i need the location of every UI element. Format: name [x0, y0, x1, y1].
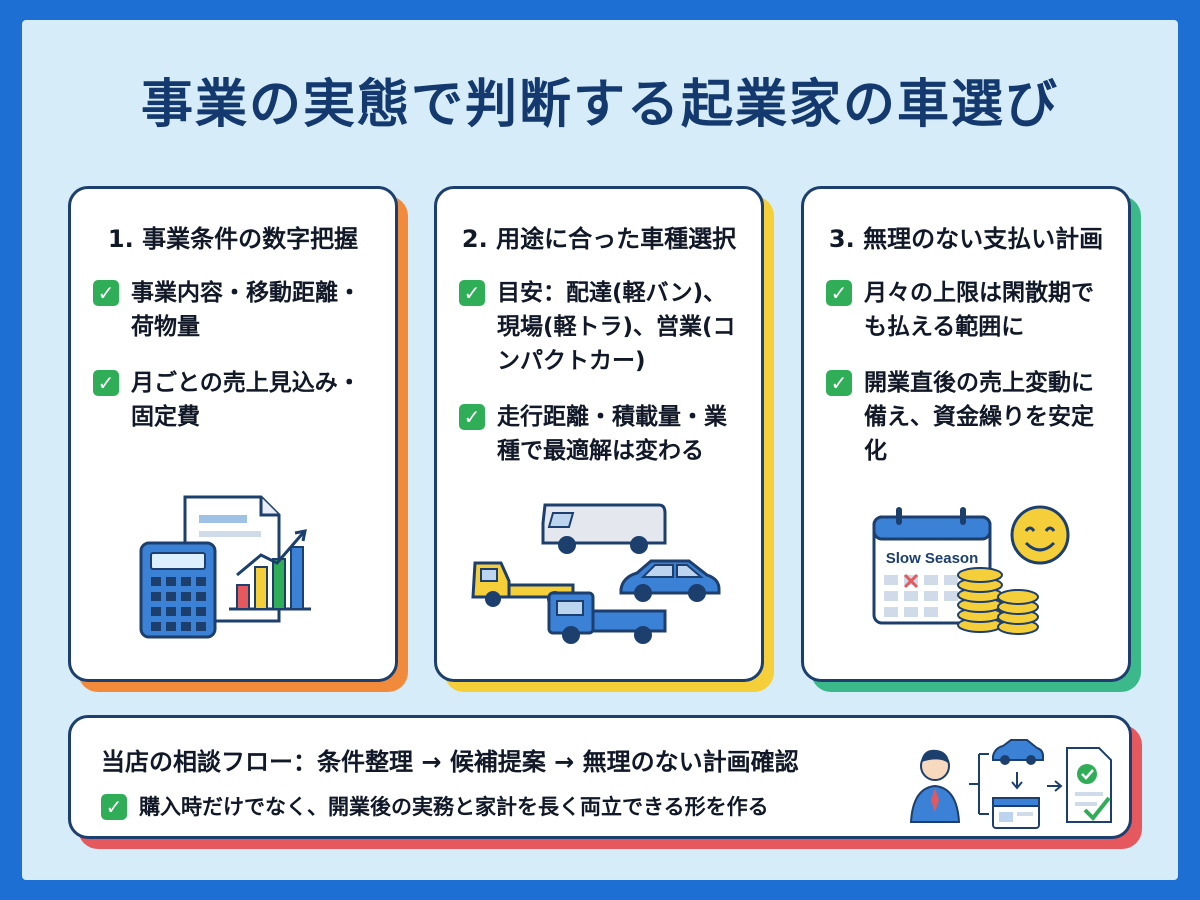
check-icon: ✓ — [93, 370, 119, 396]
check-icon: ✓ — [93, 280, 119, 306]
item-text: 目安：配達(軽バン)、現場(軽トラ)、営業(コンパクトカー) — [497, 280, 736, 374]
card-title: 1. 事業条件の数字把握 — [107, 225, 359, 253]
calendar-illustration: Slow Season — [872, 505, 1070, 635]
van-icon — [541, 503, 667, 554]
item-text: 購入時だけでなく、開業後の実務と家計を長く両立できる形を作る — [139, 795, 769, 819]
flow-diagram-icon — [909, 739, 1112, 829]
check-icon: ✓ — [459, 404, 485, 430]
check-icon: ✓ — [459, 280, 485, 306]
person-icon — [909, 749, 961, 823]
check-icon: ✓ — [101, 794, 127, 820]
calculator-icon — [139, 541, 217, 639]
card-vehicle-type: 2. 用途に合った車種選択 ✓ 目安：配達(軽バン)、現場(軽トラ)、営業(コン… — [434, 186, 764, 682]
page-title: 事業の実態で判断する起業家の車選び — [140, 75, 1059, 135]
calendar-label: Slow Season — [886, 550, 979, 567]
list-item: ✓ 目安：配達(軽バン)、現場(軽トラ)、営業(コンパクトカー) — [459, 276, 743, 378]
check-icon: ✓ — [826, 370, 852, 396]
item-text: 走行距離・積載量・業種で最適解は変わる — [497, 404, 727, 464]
check-icon: ✓ — [826, 280, 852, 306]
truck-icon — [547, 591, 667, 644]
coin-stack-icon — [957, 567, 1039, 635]
list-item: ✓ 開業直後の売上変動に備え、資金繰りを安定化 — [826, 366, 1110, 468]
finance-illustration — [139, 495, 311, 639]
car-icon — [619, 559, 721, 602]
list-item: ✓ 月ごとの売上見込み・固定費 — [93, 366, 377, 434]
item-text: 月々の上限は閑散期でも払える範囲に — [864, 280, 1094, 340]
list-item: ✓ 購入時だけでなく、開業後の実務と家計を長く両立できる形を作る — [101, 790, 769, 824]
item-text: 開業直後の売上変動に備え、資金繰りを安定化 — [864, 370, 1094, 464]
consultation-flow-text: 当店の相談フロー：条件整理 → 候補提案 → 無理のない計画確認 — [101, 748, 799, 776]
list-item: ✓ 走行距離・積載量・業種で最適解は変わる — [459, 400, 743, 468]
car-icon — [992, 739, 1044, 765]
card-business-figures: 1. 事業条件の数字把握 ✓ 事業内容・移動距離・荷物量 ✓ 月ごとの売上見込み… — [68, 186, 398, 682]
checklist-icon — [1066, 747, 1112, 823]
item-text: 月ごとの売上見込み・固定費 — [131, 370, 361, 430]
smiley-icon — [1010, 505, 1070, 565]
vehicles-illustration — [471, 503, 721, 644]
card-title: 2. 用途に合った車種選択 — [461, 225, 737, 253]
bar-chart-icon — [229, 529, 311, 611]
card-payment-plan: 3. 無理のない支払い計画 ✓ 月々の上限は閑散期でも払える範囲に ✓ 開業直後… — [801, 186, 1131, 682]
card-title: 3. 無理のない支払い計画 — [828, 225, 1104, 253]
list-item: ✓ 事業内容・移動距離・荷物量 — [93, 276, 377, 344]
browser-window-icon — [992, 797, 1040, 829]
item-text: 事業内容・移動距離・荷物量 — [131, 280, 361, 340]
list-item: ✓ 月々の上限は閑散期でも払える範囲に — [826, 276, 1110, 344]
consultation-flow-panel: 当店の相談フロー：条件整理 → 候補提案 → 無理のない計画確認 ✓ 購入時だけ… — [68, 715, 1132, 839]
